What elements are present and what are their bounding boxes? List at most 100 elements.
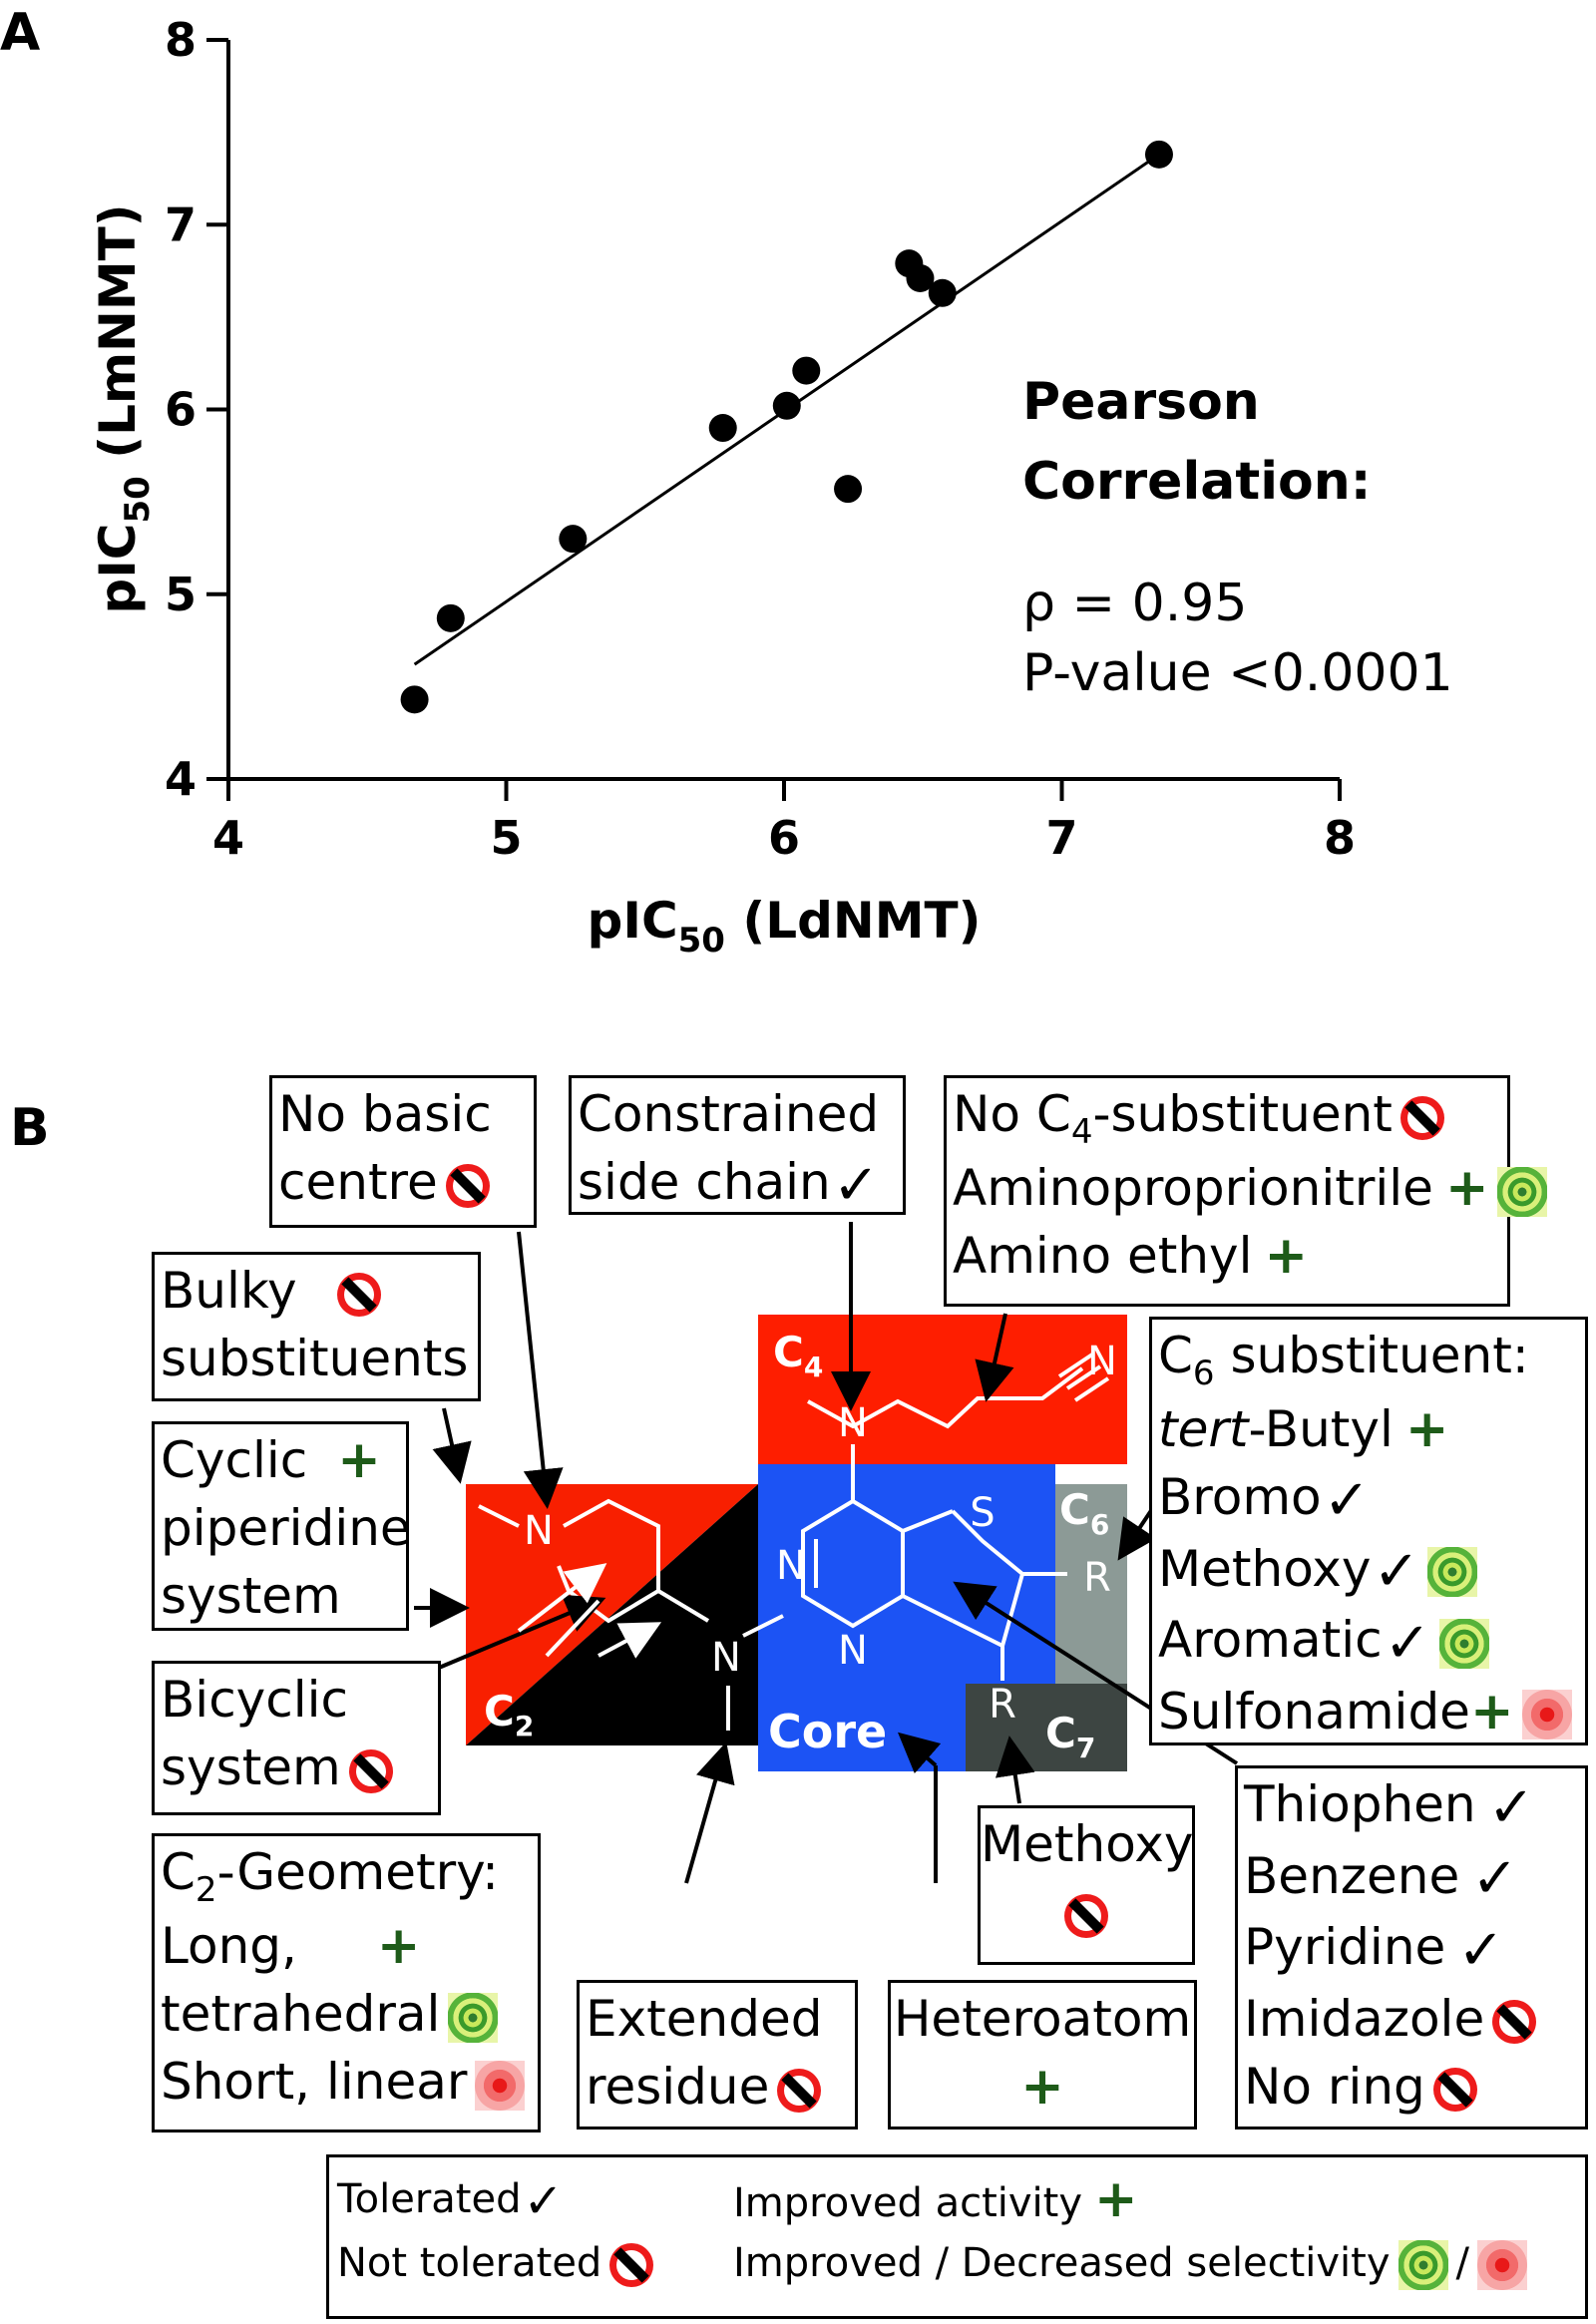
c2-label: C2 — [484, 1687, 534, 1743]
data-point — [928, 278, 957, 307]
x-tick-label: 7 — [1045, 811, 1077, 865]
data-point — [906, 263, 935, 292]
box-line: system — [161, 1567, 341, 1625]
y-tick-label: 8 — [165, 13, 197, 67]
y-axis-label: pIC50 (LmNMT) — [89, 203, 158, 613]
box-line: Long,+ — [161, 1916, 421, 1976]
box-line: substituents — [161, 1330, 469, 1387]
check-icon: ✓ — [1323, 1467, 1371, 1533]
y-tick-label: 5 — [165, 568, 197, 621]
atom-r: R — [989, 1682, 1016, 1728]
check-icon: ✓ — [523, 2173, 564, 2229]
white-arrows — [517, 1563, 662, 1659]
data-point — [436, 603, 465, 632]
atom-n: N — [1087, 1339, 1117, 1384]
ban-icon — [1432, 2068, 1477, 2112]
legend-tolerated: Tolerated✓ — [337, 2173, 564, 2229]
box-line: C2-Geometry: — [161, 1843, 499, 1910]
box-line: Aminoproprionitrile+ — [953, 1154, 1547, 1222]
box-line: Constrained — [578, 1085, 880, 1143]
c6-substituent-box: C6 substituent: tert-Butyl+ Bromo✓ Metho… — [1149, 1317, 1588, 1745]
x-tick-label: 8 — [1324, 811, 1356, 865]
selectivity-improved-icon — [1496, 1166, 1547, 1217]
region-labels: C4 C2 C6 C7 Core — [484, 1328, 1109, 1764]
x-tick-label: 4 — [212, 811, 244, 865]
plus-icon: + — [1444, 1158, 1489, 1218]
atom-n: N — [838, 1628, 868, 1674]
y-tick-label: 6 — [165, 383, 197, 437]
box-line: Extended — [586, 1990, 823, 2048]
data-point — [772, 391, 801, 420]
c6-region — [1055, 1484, 1127, 1684]
legend-not-tolerated: Not tolerated — [337, 2235, 654, 2291]
box-line: tert-Butyl+ — [1158, 1399, 1449, 1459]
box-line: Aromatic✓ — [1158, 1606, 1585, 1678]
data-point — [792, 356, 821, 385]
box-line: tetrahedral — [161, 1980, 538, 2048]
atom-n: N — [776, 1543, 806, 1589]
box-line: Benzene✓ — [1244, 1846, 1519, 1911]
ban-icon — [1492, 2000, 1537, 2044]
no-basic-centre-box: No basic centre — [269, 1075, 537, 1228]
ban-icon — [348, 1748, 393, 1793]
bicyclic-system-box: Bicyclic system — [152, 1661, 441, 1815]
box-line: Methoxy✓ — [1158, 1535, 1585, 1607]
box-line: Methoxy — [981, 1815, 1194, 1873]
ring-type-box: Thiophen✓ Benzene✓ Pyridine✓ Imidazole N… — [1235, 1765, 1588, 2130]
atom-r: R — [1083, 1555, 1111, 1601]
plus-icon: + — [337, 1430, 381, 1490]
selectivity-improved-icon — [1427, 1547, 1478, 1597]
plus-icon: + — [1020, 2057, 1064, 2117]
box-line: side chain✓ — [578, 1152, 880, 1218]
selectivity-improved-icon — [448, 1992, 499, 2043]
y-tick-label: 7 — [165, 197, 197, 251]
atom-n: N — [838, 1400, 868, 1446]
stats-title-2: Correlation: — [1022, 452, 1372, 512]
box-line: piperidine — [161, 1499, 411, 1557]
atom-s: S — [970, 1490, 995, 1536]
c2-geometry-box: C2-Geometry: Long,+ tetrahedral Short, l… — [152, 1833, 541, 2132]
plus-icon: + — [1264, 1226, 1309, 1286]
box-line: No ring — [1244, 2053, 1585, 2121]
box-line: Imidazole — [1244, 1985, 1585, 2053]
selectivity-improved-icon — [1397, 2240, 1448, 2290]
ban-icon — [445, 1163, 490, 1208]
atom-n: N — [711, 1635, 741, 1681]
selectivity-decreased-icon — [1477, 2240, 1527, 2290]
box-line: Pyridine✓ — [1244, 1917, 1505, 1983]
legend-improved-activity: Improved activity+ — [733, 2169, 1138, 2229]
box-line — [981, 1878, 1192, 1946]
c7-region — [966, 1684, 1127, 1771]
check-icon: ✓ — [1384, 1610, 1431, 1676]
box-line: Short, linear — [161, 2048, 538, 2116]
box-line: Thiophen✓ — [1244, 1774, 1535, 1840]
check-icon: ✓ — [832, 1152, 880, 1218]
x-axis-label: pIC50 (LdNMT) — [588, 892, 982, 961]
data-point — [559, 525, 588, 554]
ban-icon — [336, 1272, 381, 1317]
x-tick-label: 5 — [490, 811, 522, 865]
cyclic-piperidine-box: Cyclic+ piperidine system — [152, 1421, 411, 1631]
check-icon: ✓ — [1373, 1539, 1420, 1604]
c4-substituent-box: No C4-substituent Aminoproprionitrile+ A… — [944, 1075, 1547, 1307]
data-point — [400, 685, 429, 714]
box-line: Cyclic+ — [161, 1430, 381, 1490]
selectivity-improved-icon — [1438, 1618, 1489, 1669]
core-label: Core — [768, 1705, 887, 1758]
stats-p-value: P-value <0.0001 — [1022, 643, 1453, 703]
box-line: + — [891, 2053, 1194, 2121]
c4-label: C4 — [773, 1328, 823, 1383]
plus-icon: + — [376, 1916, 421, 1976]
x-tick-label: 6 — [768, 811, 800, 865]
ban-icon — [1399, 1095, 1444, 1140]
y-tick-label: 4 — [165, 752, 197, 806]
box-line: residue — [586, 2053, 855, 2121]
box-line: Heteroatom — [893, 1990, 1192, 2048]
ban-icon — [1064, 1893, 1108, 1938]
legend: Tolerated✓ Not tolerated Improved activi… — [326, 2154, 1588, 2319]
check-icon: ✓ — [1457, 1917, 1505, 1983]
c4-region — [758, 1315, 1127, 1464]
box-line: No basic — [278, 1085, 492, 1143]
plus-icon: + — [1404, 1399, 1449, 1459]
